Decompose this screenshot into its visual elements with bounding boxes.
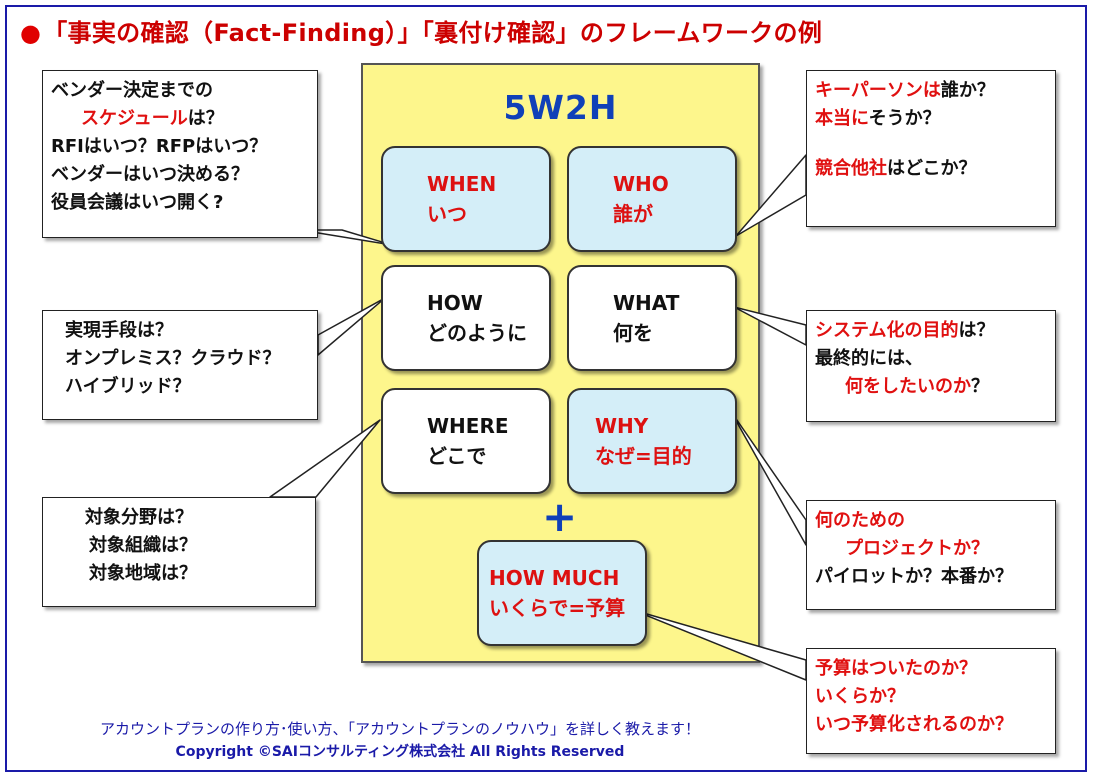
- callout-what-line2: 最終的には、: [815, 348, 923, 369]
- callout-who-line1-tail: 誰か？: [940, 80, 995, 101]
- callout-what-line1-tail: は？: [958, 320, 995, 341]
- cell-why-en: WHY: [595, 414, 649, 438]
- cell-what: WHAT 何を: [567, 265, 737, 371]
- callout-what: システム化の目的は？ 最終的には、 何をしたいのか？: [806, 310, 1056, 422]
- callout-what-line3-tail: ？: [971, 376, 989, 397]
- rfi-q: はいつ？: [83, 136, 156, 157]
- callout-howmuch-line1: 予算はついたのか？: [815, 655, 1047, 683]
- cell-how-ja: どのように: [427, 321, 527, 345]
- cell-when-en: WHEN: [427, 172, 497, 196]
- plus-sign: +: [542, 492, 578, 541]
- competitor-text: 競合他社: [815, 158, 887, 179]
- cell-who-en: WHO: [613, 172, 669, 196]
- cell-who: WHO 誰が: [567, 146, 737, 252]
- cell-why-ja: なぜ=目的: [595, 444, 692, 468]
- callout-who-line2: 本当にそうか？: [815, 105, 1047, 133]
- page-title: ●「事実の確認（Fact-Finding）」「裏付け確認」のフレームワークの例: [20, 13, 822, 48]
- tail-when: [299, 229, 393, 246]
- callout-when-line2: スケジュールは？: [51, 105, 309, 133]
- callout-howmuch-line1-tail: はついたのか？: [851, 658, 977, 679]
- cell-where-ja: どこで: [427, 444, 487, 468]
- budget-text: 予算: [815, 658, 851, 679]
- rfi-text: RFI: [51, 136, 84, 157]
- tail-what: [733, 306, 807, 346]
- callout-what-line1: システム化の目的は？: [815, 317, 1047, 345]
- when-text: いつ: [815, 714, 851, 735]
- cell-what-ja: 何を: [613, 321, 653, 345]
- rfp-text: RFP: [155, 136, 196, 157]
- callout-howmuch-line2: いくらか？: [815, 686, 905, 707]
- budgeting-text: 予算化: [851, 714, 905, 735]
- bullet-dot-icon: ●: [20, 19, 42, 47]
- cell-where-en: WHERE: [427, 414, 509, 438]
- callout-what-line3: 何をしたいのか？: [815, 373, 1047, 401]
- callout-where-line3: 対象地域は？: [89, 563, 197, 584]
- callout-when-line4: ベンダーはいつ決める？: [51, 164, 249, 185]
- callout-how-line2: オンプレミス？クラウド？: [65, 348, 281, 369]
- callout-howmuch: 予算はついたのか？ いくらか？ いつ予算化されるのか？: [806, 648, 1056, 754]
- callout-who-line1: キーパーソンは誰か？: [815, 77, 1047, 105]
- schedule-text: スケジュール: [81, 108, 188, 129]
- want-text: 何をしたいのか: [845, 376, 971, 397]
- tail-why: [729, 409, 807, 546]
- tail-who: [735, 154, 807, 237]
- callout-when-line2-tail: は？: [187, 108, 224, 129]
- cell-howmuch-ja: いくらで=予算: [489, 596, 626, 620]
- callout-why-line1: 何のための: [815, 510, 905, 531]
- callout-who-line2-tail: そうか？: [868, 108, 941, 129]
- rfp-q: はいつ？: [195, 136, 268, 157]
- callout-when-line1: ベンダー決定までの: [51, 80, 213, 101]
- callout-when-line5: 役員会議はいつ開く?: [51, 192, 224, 213]
- callout-where-line1: 対象分野は？: [85, 507, 193, 528]
- callout-howmuch-line3-tail: されるのか？: [905, 714, 1013, 735]
- callout-how: 実現手段は？ オンプレミス？クラウド？ ハイブリッド？: [42, 310, 318, 420]
- callout-who-line3-tail: はどこか？: [887, 158, 977, 179]
- really-text: 本当に: [815, 108, 869, 129]
- cell-what-en: WHAT: [613, 291, 680, 315]
- tail-how: [317, 297, 386, 356]
- callout-when: ベンダー決定までの スケジュールは？ RFIはいつ？RFPはいつ？ ベンダーはい…: [42, 70, 318, 238]
- panel-heading: 5W2H: [503, 88, 618, 127]
- callout-why-line3: パイロットか？本番か？: [815, 566, 1013, 587]
- tail-howmuch: [632, 609, 807, 681]
- cell-how-en: HOW: [427, 291, 483, 315]
- cell-why: WHY なぜ=目的: [567, 388, 737, 494]
- keyperson-text: キーパーソンは: [815, 80, 941, 101]
- callout-where: 対象分野は？ 対象組織は？ 対象地域は？: [42, 497, 316, 607]
- callout-how-line1: 実現手段は？: [65, 320, 173, 341]
- page-title-text: 「事実の確認（Fact-Finding）」「裏付け確認」のフレームワークの例: [43, 19, 823, 47]
- cell-where: WHERE どこで: [381, 388, 551, 494]
- callout-why-line2: プロジェクトか？: [845, 538, 989, 559]
- cell-howmuch: HOW MUCH いくらで=予算: [477, 540, 647, 646]
- cell-when-ja: いつ: [427, 202, 467, 226]
- callout-how-line3: ハイブリッド？: [65, 376, 191, 397]
- callout-why: 何のための プロジェクトか？ パイロットか？本番か？: [806, 500, 1056, 610]
- callout-where-line2: 対象組織は？: [89, 535, 197, 556]
- callout-when-line3: RFIはいつ？RFPはいつ？: [51, 133, 309, 161]
- footer-tagline: アカウントプランの作り方･使い方、「アカウントプランのノウハウ」を詳しく教えます…: [99, 720, 700, 738]
- callout-howmuch-line3: いつ予算化されるのか？: [815, 711, 1047, 739]
- tail-where: [269, 419, 381, 498]
- cell-who-ja: 誰が: [613, 202, 653, 226]
- callout-who-line3: 競合他社はどこか？: [815, 155, 1047, 183]
- purpose-text: システム化の目的: [815, 320, 959, 341]
- cell-howmuch-en: HOW MUCH: [489, 566, 620, 590]
- footer-copyright: Copyright ©SAIコンサルティング株式会社 All Rights Re…: [175, 744, 625, 760]
- outer-frame: [5, 5, 1087, 772]
- cell-how: HOW どのように: [381, 265, 551, 371]
- cell-when: WHEN いつ: [381, 146, 551, 252]
- callout-who: キーパーソンは誰か？ 本当にそうか？ 競合他社はどこか？: [806, 70, 1056, 227]
